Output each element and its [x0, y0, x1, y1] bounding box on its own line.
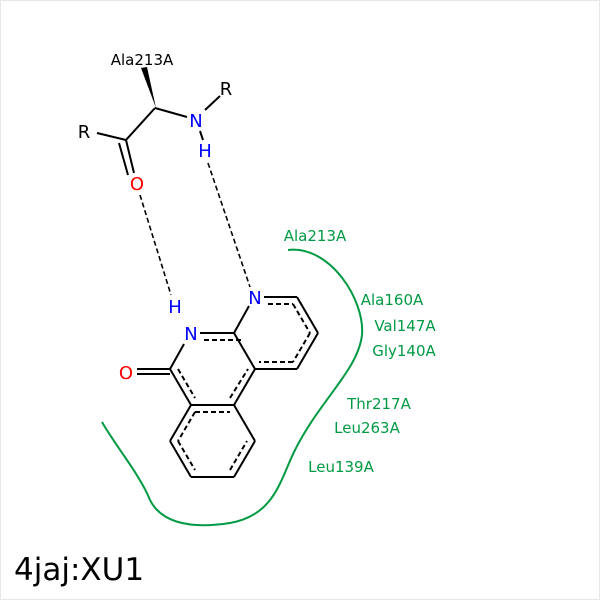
- stereo-wedge: [141, 67, 156, 108]
- hydrophobic-contact-arc: [101, 248, 364, 527]
- contact-label: Leu263A: [334, 419, 400, 437]
- contact-label: Leu139A: [308, 458, 374, 476]
- contact-label: Ala160A: [361, 291, 424, 309]
- residue-hydrogen: H: [198, 141, 212, 162]
- hydrogen-bonds: [139, 162, 251, 296]
- contact-label: Ala213A: [284, 227, 347, 245]
- contact-label: Gly140A: [372, 342, 436, 360]
- aromatic-bonds: [177, 303, 311, 471]
- contact-label: Thr217A: [346, 395, 411, 413]
- r-group-label: R: [78, 122, 91, 143]
- hydrophobic-labels: Ala213A Ala160A Val147A Gly140A Thr217A …: [284, 227, 437, 476]
- residue-oxygen: O: [130, 174, 144, 195]
- ligand-bonds: [137, 296, 319, 478]
- ligand-nitrogen: N: [248, 288, 261, 309]
- diagram-title: 4jaj:XU1: [14, 552, 145, 588]
- residue-label: Ala213A: [111, 51, 174, 69]
- contact-label: Val147A: [374, 317, 436, 335]
- r-group-label: R: [220, 79, 233, 100]
- ligand-hydrogen: H: [168, 297, 182, 318]
- ligand-oxygen: O: [119, 363, 133, 384]
- residue-nitrogen: N: [189, 111, 202, 132]
- ligand-nitrogen: N: [184, 324, 197, 345]
- residue-bonds: [96, 95, 221, 176]
